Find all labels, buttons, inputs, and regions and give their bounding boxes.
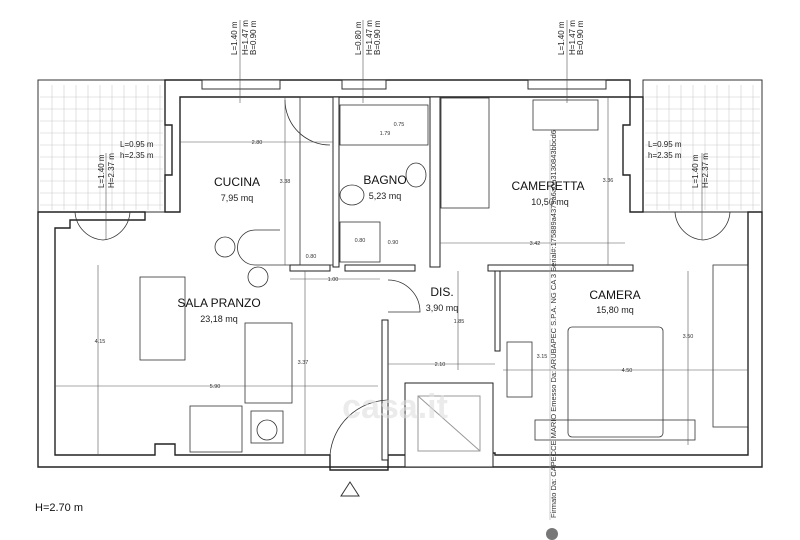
dim-label: 0.90 xyxy=(388,240,399,246)
room-name-cucina: CUCINA xyxy=(214,175,260,189)
room-area-cucina: 7,95 mq xyxy=(221,193,254,203)
dim-label: 3.15 xyxy=(537,354,548,360)
room-area-camera: 15,80 mq xyxy=(596,305,634,315)
dim-label: 4.15 xyxy=(95,339,106,345)
dim-label: 3.37 xyxy=(298,360,309,366)
room-name-bagno: BAGNO xyxy=(363,173,406,187)
dimension-labels: 2.80 3.38 1.79 0.75 0.80 0.90 0.80 1.00 … xyxy=(95,122,694,390)
digital-signature-text: Firmato Da: CAPECCE MARIO Emesso Da: ARU… xyxy=(549,130,558,518)
balcony-right-door-height: H=2.37 m xyxy=(701,153,710,188)
dim-label: 3.50 xyxy=(683,334,694,340)
window-1-length: L=1.40 m xyxy=(230,21,239,55)
room-labels: CUCINA 7,95 mq BAGNO 5,23 mq CAMERETTA 1… xyxy=(177,173,640,324)
room-name-camera: CAMERA xyxy=(589,288,640,302)
balcony-right-height: h=2.35 m xyxy=(648,151,682,160)
window-1-base: B=0.90 m xyxy=(249,20,258,55)
dining-table xyxy=(139,276,186,361)
armchair xyxy=(189,405,243,453)
single-bed xyxy=(440,97,490,209)
window-3-length: L=1.40 m xyxy=(557,21,566,55)
balcony-left-door-height: H=2.37 m xyxy=(107,153,116,188)
dim-label: 2.10 xyxy=(435,362,446,368)
room-area-dis: 3,90 mq xyxy=(426,303,459,313)
interior-walls xyxy=(289,96,634,468)
watermark-logo: casa.it xyxy=(342,388,448,426)
wardrobe xyxy=(712,264,749,428)
window-2-length: L=0.80 m xyxy=(354,21,363,55)
room-name-cameretta: CAMERETTA xyxy=(511,179,584,193)
window-1-height: H=1.47 m xyxy=(241,20,250,55)
dim-label: 4.50 xyxy=(622,368,633,374)
dim-label: 5.90 xyxy=(210,384,221,390)
bathtub xyxy=(339,104,429,146)
balcony-left xyxy=(37,79,166,213)
double-bed xyxy=(567,326,664,438)
dim-label: 2.80 xyxy=(252,140,263,146)
room-name-dis: DIS. xyxy=(430,285,453,299)
window-2-base: B=0.90 m xyxy=(373,20,382,55)
room-area-bagno: 5,23 mq xyxy=(369,191,402,201)
room-area-sala-pranzo: 23,18 mq xyxy=(200,314,238,324)
dim-label: 1.85 xyxy=(454,319,465,325)
desk xyxy=(532,99,599,131)
window-bathroom xyxy=(341,79,387,90)
window-3-height: H=1.47 m xyxy=(568,20,577,55)
dim-label: 1.79 xyxy=(380,131,391,137)
window-2-height: H=1.47 m xyxy=(365,20,374,55)
balcony-labels: L=0.95 m h=2.35 m L=1.40 m H=2.37 m L=0.… xyxy=(97,140,710,240)
dim-label: 0.80 xyxy=(306,254,317,260)
dim-label: 3.38 xyxy=(280,179,291,185)
balcony-left-length: L=0.95 m xyxy=(120,140,154,149)
window-3-base: B=0.90 m xyxy=(576,20,585,55)
dimension-lines xyxy=(55,97,748,455)
window-kitchen xyxy=(201,79,281,90)
ceiling-height-label: H=2.70 m xyxy=(35,502,83,514)
dim-label: 3.36 xyxy=(603,178,614,184)
furniture xyxy=(74,96,749,456)
dim-label: 0.80 xyxy=(355,238,366,244)
balcony-right-door-length: L=1.40 m xyxy=(691,154,700,188)
balcony-right xyxy=(642,79,763,213)
dim-label: 0.75 xyxy=(394,122,405,128)
entrance-triangle-icon xyxy=(340,481,360,497)
room-name-sala-pranzo: SALA PRANZO xyxy=(177,296,260,310)
dim-label: 3.42 xyxy=(530,241,541,247)
sofa xyxy=(244,322,293,404)
signature-dot xyxy=(546,528,558,540)
balcony-right-length: L=0.95 m xyxy=(648,140,682,149)
window-labels: L=1.40 m H=1.47 m B=0.90 m L=0.80 m H=1.… xyxy=(230,20,585,103)
balcony-left-height: h=2.35 m xyxy=(120,151,154,160)
kitchen-counter xyxy=(299,96,334,266)
dim-label: 1.00 xyxy=(328,277,339,283)
balcony-left-door-length: L=1.40 m xyxy=(97,154,106,188)
